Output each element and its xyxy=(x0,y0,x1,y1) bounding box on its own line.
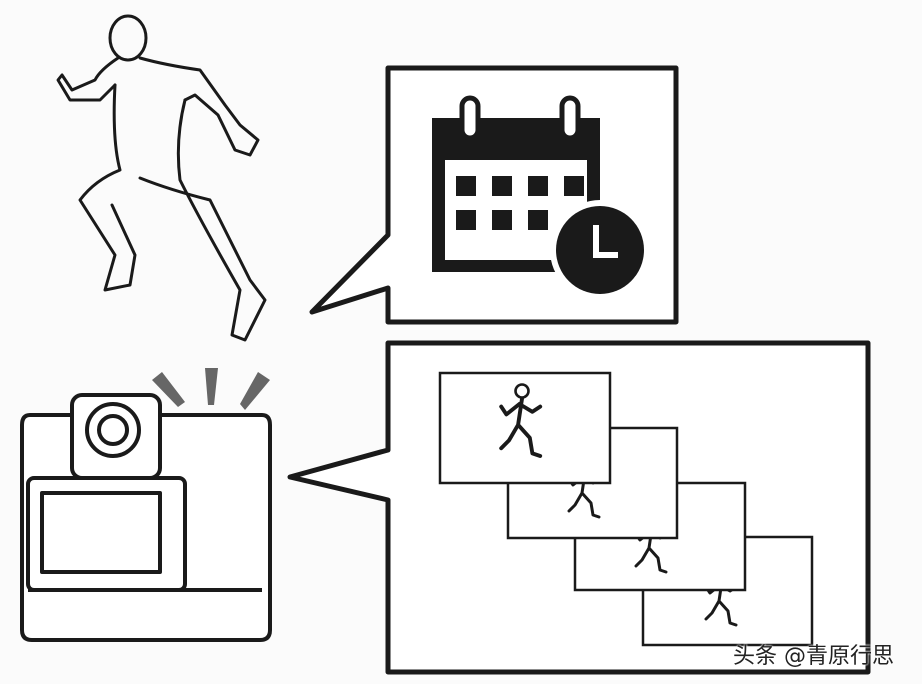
watermark: 头条 @青原行思 xyxy=(733,644,894,669)
runner-figure xyxy=(56,14,267,342)
clock-icon xyxy=(550,200,650,300)
shutter-spark-icon xyxy=(152,368,270,410)
calendar-icon xyxy=(432,95,600,272)
frame-1 xyxy=(438,371,612,485)
camera-icon xyxy=(20,393,272,642)
burst-callout xyxy=(287,340,871,675)
schedule-callout xyxy=(309,65,679,325)
